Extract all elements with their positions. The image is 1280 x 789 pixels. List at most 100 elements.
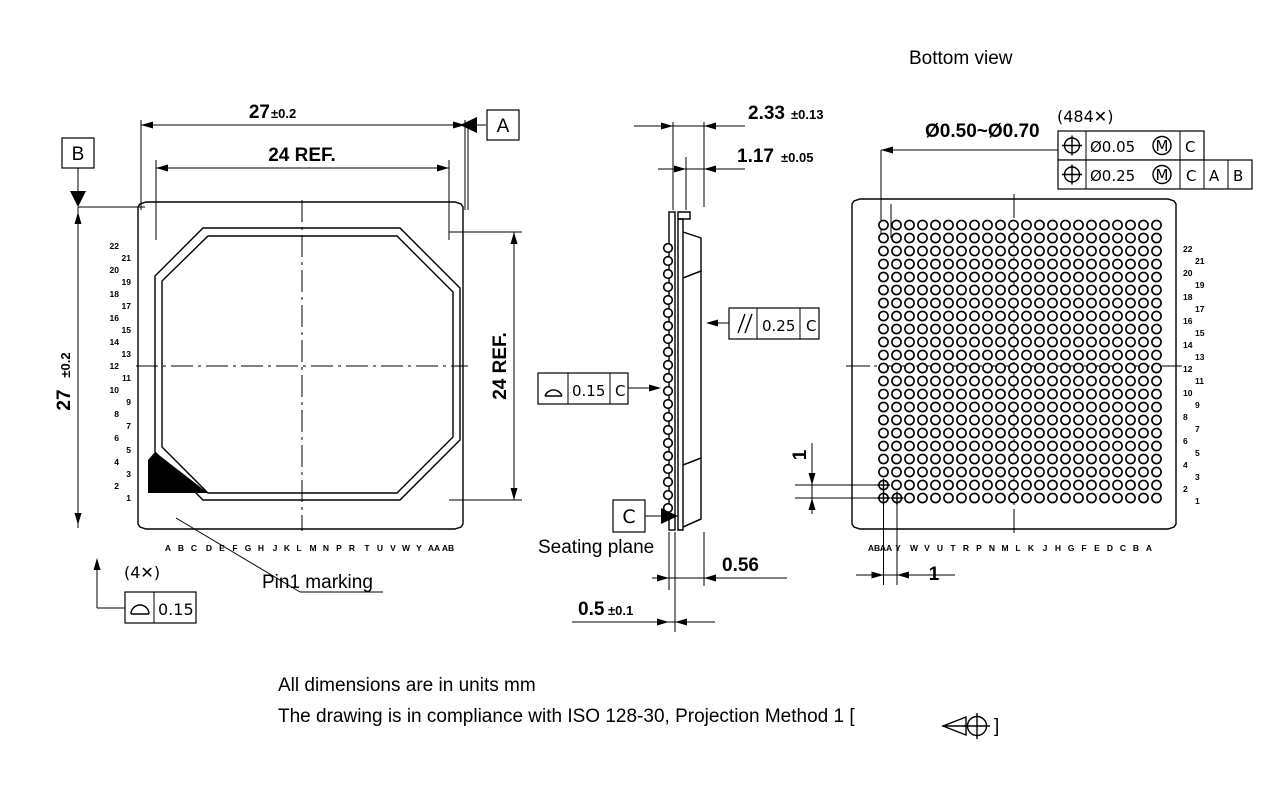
- dim-width-27-value: 27: [249, 102, 270, 123]
- pin1-marking-label: Pin1 marking: [262, 572, 373, 593]
- datum-b-triangle: [70, 191, 86, 207]
- ball-side: [662, 307, 674, 319]
- ball-pad: [878, 219, 889, 231]
- ball-pad: [1138, 336, 1149, 348]
- position-fcf-2-value: Ø0.25: [1090, 167, 1135, 185]
- ball-pad: [969, 401, 980, 413]
- ball-pad: [1060, 258, 1071, 270]
- datum-b-label: B: [72, 144, 85, 165]
- pitch-horizontal-value: 1: [929, 564, 940, 585]
- profile-fcf-box: [537, 372, 629, 405]
- ball-pad: [904, 349, 915, 361]
- row-num: 22: [1183, 244, 1193, 254]
- ball-pad: [995, 375, 1006, 387]
- ball-pad: [982, 310, 993, 322]
- ball-pad: [1047, 466, 1058, 478]
- position-icon: [1062, 164, 1082, 185]
- ball-pad: [982, 271, 993, 283]
- ball-pad: [956, 349, 967, 361]
- ball-pad: [995, 232, 1006, 244]
- col-letter: B: [1133, 543, 1139, 553]
- ball-pad: [995, 349, 1006, 361]
- ball-pad: [891, 323, 902, 335]
- ball-pad: [878, 232, 889, 244]
- ball-pad: [891, 349, 902, 361]
- ball-pad: [878, 336, 889, 348]
- ball-pad: [1086, 271, 1097, 283]
- col-letter: W: [910, 543, 919, 553]
- ball-pad: [917, 336, 928, 348]
- ball-pad: [1138, 401, 1149, 413]
- ball-pad: [1008, 492, 1019, 504]
- ball-pad: [943, 310, 954, 322]
- ball-pad: [1060, 414, 1071, 426]
- ball-pad: [1099, 453, 1110, 465]
- ball-pad: [1008, 349, 1019, 361]
- ball-pad: [917, 375, 928, 387]
- ball-pad: [1008, 245, 1019, 257]
- ball-pad: [1060, 245, 1071, 257]
- ball-pad: [956, 219, 967, 231]
- ball-grid-array: [878, 219, 1162, 504]
- ball-pad: [1086, 401, 1097, 413]
- ball-pad: [1008, 388, 1019, 400]
- arrowhead-bottom-24v: [510, 488, 518, 500]
- ball-pad: [1099, 284, 1110, 296]
- ball-pad: [982, 388, 993, 400]
- ball-pad: [1138, 323, 1149, 335]
- ball-pad: [1151, 427, 1162, 439]
- ball-pad: [917, 297, 928, 309]
- dim-body-height-value: 1.17: [737, 146, 774, 167]
- corner-fcf-box: [124, 591, 197, 624]
- ball-pad: [1021, 427, 1032, 439]
- ball-side: [662, 372, 674, 384]
- ball-pad: [1099, 427, 1110, 439]
- ball-pad: [1086, 479, 1097, 491]
- ball-pad: [1008, 466, 1019, 478]
- ball-pad: [878, 401, 889, 413]
- ball-pad: [1034, 310, 1045, 322]
- ball-pad: [917, 258, 928, 270]
- ball-pad: [1008, 284, 1019, 296]
- ball-pad: [1151, 466, 1162, 478]
- ball-pad: [1099, 219, 1110, 231]
- substrate-profile: [668, 211, 676, 531]
- ball-pad: [1073, 414, 1084, 426]
- ball-pad: [1073, 479, 1084, 491]
- ball-pad: [1099, 388, 1110, 400]
- ball-pad: [956, 284, 967, 296]
- ball-pad: [1151, 375, 1162, 387]
- ball-pad: [904, 297, 915, 309]
- ball-side: [662, 398, 674, 410]
- ball-pad: [1112, 414, 1123, 426]
- ball-pad: [969, 375, 980, 387]
- ball-pad: [1138, 219, 1149, 231]
- ball-pad: [1125, 310, 1136, 322]
- ball-pad: [956, 375, 967, 387]
- ball-pad: [1138, 362, 1149, 374]
- ball-pad: [969, 271, 980, 283]
- ball-pad: [1060, 492, 1071, 504]
- position-fcf-1-modifier: M: [1156, 137, 1169, 155]
- row-num: 5: [1195, 448, 1200, 458]
- ball-pad: [1099, 375, 1110, 387]
- ball-pad: [878, 388, 889, 400]
- ball-pad: [904, 453, 915, 465]
- row-num: 11: [1195, 376, 1204, 386]
- ball-pad: [1112, 492, 1123, 504]
- ball-pad: [943, 375, 954, 387]
- ball-pad: [1073, 401, 1084, 413]
- pitch-v-arrow-top: [808, 473, 816, 485]
- ball-pad: [878, 453, 889, 465]
- parallelism-fcf-datum: C: [806, 317, 816, 335]
- ball-pad: [969, 388, 980, 400]
- ball-pad: [891, 427, 902, 439]
- ball-pad: [1112, 401, 1123, 413]
- lid-inner-octagon: [161, 235, 454, 494]
- ball-pad: [1021, 401, 1032, 413]
- note-line-1: All dimensions are in units mm: [278, 675, 536, 696]
- arrowhead-117-left: [674, 165, 686, 173]
- ball-pad: [1047, 492, 1058, 504]
- datum-c-box: [612, 499, 646, 533]
- ball-pad: [904, 258, 915, 270]
